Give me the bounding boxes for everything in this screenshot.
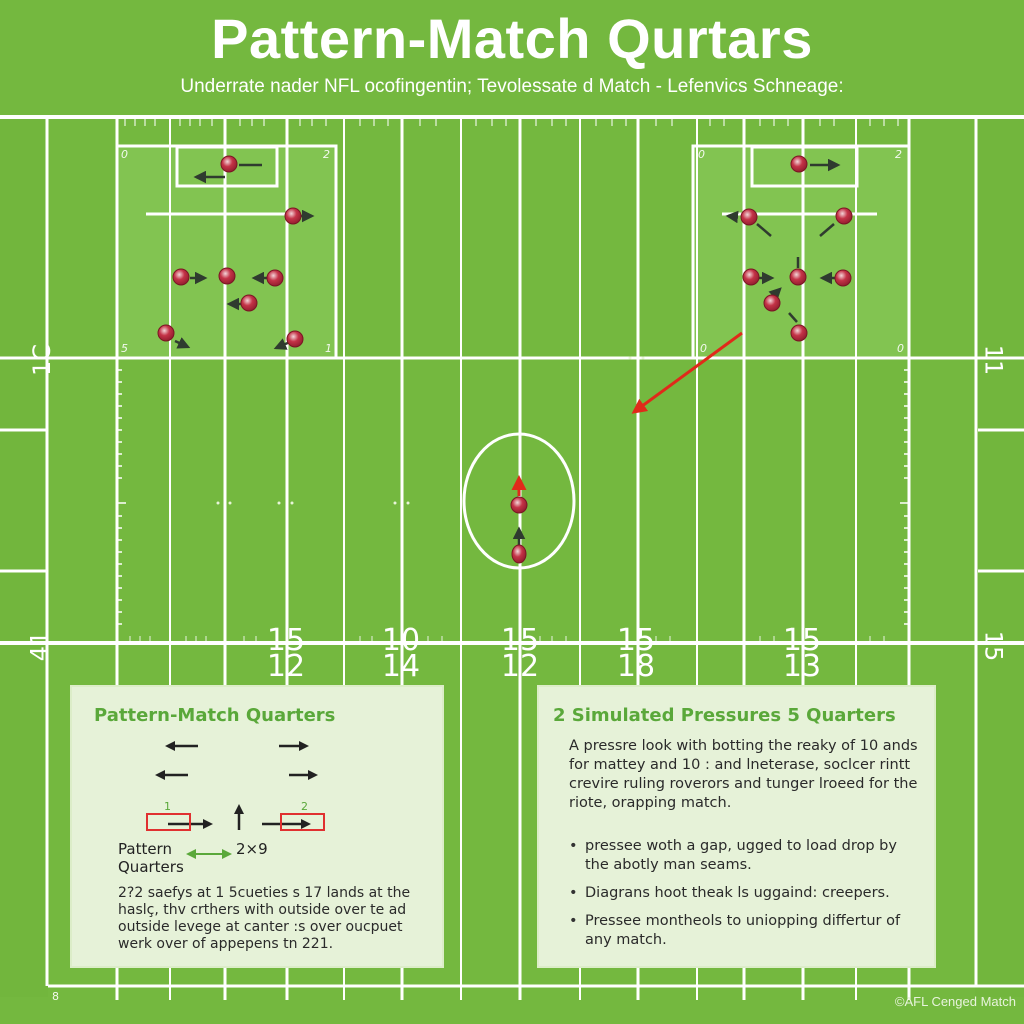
player-marker <box>220 155 238 173</box>
player-marker <box>240 294 258 312</box>
player-marker <box>790 155 808 173</box>
corner-label: 0 <box>121 148 128 161</box>
page-title: Pattern-Match Qurtars <box>211 7 813 70</box>
side-number: 1C <box>28 343 57 377</box>
side-number: 11 <box>979 344 1008 376</box>
marker-number: 2 <box>301 800 308 813</box>
player-marker <box>834 269 852 287</box>
player-marker <box>835 207 853 225</box>
coverage-legend-diagram <box>146 741 325 831</box>
pattern-match-panel: Pattern-Match Quarters 1 2 Pattern Quart… <box>70 685 444 968</box>
player-marker <box>742 268 760 286</box>
corner-label: 0 <box>698 148 705 161</box>
player-marker <box>218 267 236 285</box>
corner-label: 2 <box>895 148 902 161</box>
player-marker <box>790 324 808 342</box>
player-marker <box>284 207 302 225</box>
field-stripes <box>0 117 1024 997</box>
player-marker <box>157 324 175 342</box>
legend-value: 2×9 <box>236 840 268 858</box>
player-marker <box>789 268 807 286</box>
marker-number: 1 <box>164 800 171 813</box>
player-marker <box>286 330 304 348</box>
corner-label: 1 <box>325 342 332 355</box>
player-marker <box>266 269 284 287</box>
simulated-pressures-panel: 2 Simulated Pressures 5 Quarters A press… <box>537 685 936 968</box>
bullet-list: pressee woth a gap, ugged to load drop b… <box>569 837 919 959</box>
players <box>157 155 853 564</box>
bullet-item: Pressee montheols to uniopping differtur… <box>569 912 919 950</box>
bullet-item: Diagrans hoot theak ls uggaind: creepers… <box>569 884 919 903</box>
right-formation-arrows <box>725 158 841 323</box>
center-oval <box>462 432 576 570</box>
player-marker <box>172 268 190 286</box>
corner-label: 0 <box>700 342 707 355</box>
player-marker <box>511 544 527 564</box>
corner-label: 2 <box>323 148 330 161</box>
page-subtitle: Underrate nader NFL ocofingentin; Tevole… <box>180 76 844 97</box>
copyright-footer: ©AFL Cenged Match <box>894 994 1016 1009</box>
left-formation-arrows <box>174 163 315 350</box>
side-number: 15 <box>979 630 1008 662</box>
side-number: 41 <box>25 630 54 662</box>
legend-label: Pattern Quarters <box>118 840 184 876</box>
red-motion-arrow <box>631 331 743 414</box>
panel-body: 2?2 saefys at 1 5cueties s 17 lands at t… <box>118 885 411 952</box>
panel-body: A pressre look with botting the reaky of… <box>569 738 918 811</box>
player-marker <box>763 294 781 312</box>
panel-title: Pattern-Match Quarters <box>94 705 336 726</box>
red-zone-marker-2 <box>280 813 325 831</box>
red-zone-marker-1 <box>146 813 191 831</box>
corner-label: 5 <box>121 342 128 355</box>
panel-title: 2 Simulated Pressures 5 Quarters <box>553 705 896 726</box>
bullet-item: pressee woth a gap, ugged to load drop b… <box>569 837 919 875</box>
double-arrow-icon <box>186 849 232 859</box>
corner-label: 8 <box>52 990 59 1003</box>
corner-label: 0 <box>897 342 904 355</box>
player-marker <box>510 496 528 514</box>
player-marker <box>740 208 758 226</box>
